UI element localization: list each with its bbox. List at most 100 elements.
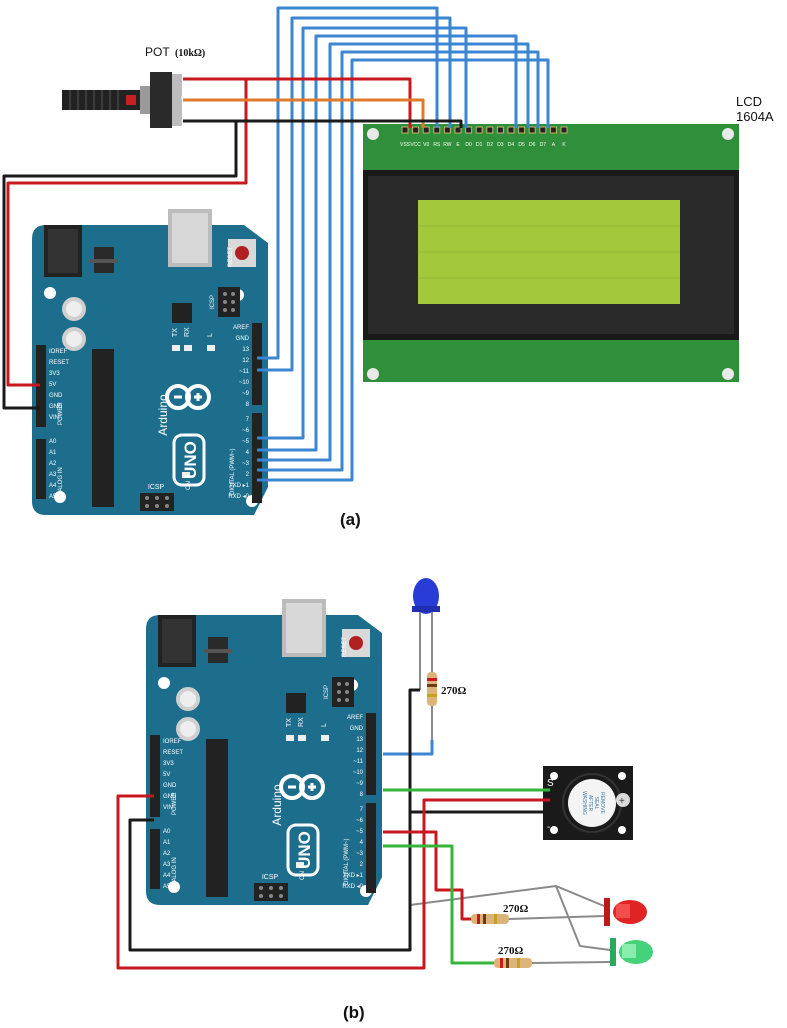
led-red: [604, 898, 647, 926]
l-label: L: [207, 333, 214, 337]
digital-pin-label: AREF: [347, 715, 363, 721]
lcd-pin-label: A: [552, 142, 556, 148]
digital-pin-label: 12: [356, 748, 363, 754]
analog-pin-label: A3: [49, 472, 57, 478]
digital-pin-label: 13: [356, 737, 363, 743]
digital-pin-label: 13: [242, 347, 249, 353]
lcd-pin-pad: [528, 126, 536, 134]
digital-header: DIGITAL (PWM~): [230, 448, 236, 495]
digital-pin-label: 7: [360, 807, 364, 813]
digital-pin-label: 4: [360, 840, 364, 846]
lcd-pin-label: D5: [518, 142, 525, 148]
digital-pin-label: ~9: [356, 781, 364, 787]
lcd-pin-label: D3: [497, 142, 504, 148]
lcd-pin-label: V0: [423, 142, 429, 148]
lcd-pin-label: D4: [508, 142, 515, 148]
lcd-pin-pad: [422, 126, 430, 134]
digital-pin-label: ~10: [239, 380, 250, 386]
resistor-red: [471, 914, 509, 924]
lcd-pin-pad: [549, 126, 557, 134]
lcd-pin-label: RW: [443, 142, 452, 148]
digital-pin-label: ~11: [239, 369, 249, 375]
digital-pin-label: 2: [360, 862, 364, 868]
power-pin-label: GND: [49, 393, 63, 399]
digital-pin-label: 8: [360, 792, 364, 798]
analog-pin-label: A2: [49, 461, 57, 467]
buzzer-sticker-1: REMOVE: [599, 792, 605, 814]
analog-pin-label: A1: [49, 450, 57, 456]
analog-pin-label: A1: [163, 840, 171, 846]
resistor-green: [494, 958, 532, 968]
tx-label: TX: [286, 718, 293, 727]
digital-header: DIGITAL (PWM~): [344, 838, 350, 885]
icsp-label: ICSP: [324, 685, 330, 699]
power-pin-label: VIN: [163, 805, 173, 811]
power-pin-label: 5V: [49, 382, 56, 388]
digital-pin-label: GND: [350, 726, 364, 732]
digital-pin-label: RXD ◂0: [228, 494, 249, 500]
power-pin-label: RESET: [163, 750, 183, 756]
lcd-pin-label: VCC: [410, 142, 421, 148]
analog-pin-label: A4: [49, 483, 57, 489]
buzzer-pin-minus: -: [547, 822, 550, 833]
l-label: L: [321, 723, 328, 727]
buzzer-pin-s: S: [547, 778, 554, 789]
buzzer-sticker-4: WASHING: [581, 791, 587, 815]
brand-label: Arduino: [270, 784, 284, 826]
caption-b: (b): [343, 1003, 365, 1022]
reset-label: RESET: [228, 247, 234, 267]
power-pin-label: GND: [163, 794, 177, 800]
pot-pin-minus: -: [181, 116, 184, 125]
on-label: ON: [300, 871, 306, 880]
digital-pin-label: ~5: [242, 439, 250, 445]
analog-pin-label: A2: [163, 851, 171, 857]
power-pin-label: 3V3: [49, 371, 60, 377]
model-label: UNO: [295, 831, 314, 869]
lcd-pin-pad: [443, 126, 451, 134]
lcd-pin-pad: [507, 126, 515, 134]
power-pin-label: IOREF: [163, 739, 182, 745]
digital-pin-label: ~3: [242, 461, 250, 467]
figure-b: 270Ω S + - REMOVE SEAL AFTER WASHING: [116, 578, 653, 970]
lcd-pin-pad: [454, 126, 462, 134]
digital-pin-label: 7: [246, 417, 250, 423]
power-pin-label: VIN: [49, 415, 59, 421]
brand-label: Arduino: [156, 394, 170, 436]
led-green: [610, 938, 653, 966]
digital-pin-label: ~3: [356, 851, 364, 857]
buzzer-pin-plus: +: [619, 796, 625, 807]
digital-pin-label: AREF: [233, 325, 249, 331]
digital-pin-label: ~6: [356, 818, 364, 824]
lcd-pin-pad: [539, 126, 547, 134]
analog-pin-label: A3: [163, 862, 171, 868]
power-pin-label: IOREF: [49, 349, 68, 355]
lcd-pin-pad: [560, 126, 568, 134]
digital-pin-label: ~5: [356, 829, 364, 835]
lcd-pin-pad: [401, 126, 409, 134]
lcd-label: LCD: [736, 94, 762, 109]
on-label: ON: [186, 481, 192, 490]
power-pin-label: 5V: [163, 772, 170, 778]
buzzer-module: S + - REMOVE SEAL AFTER WASHING: [543, 766, 633, 840]
pot-value: (10kΩ): [175, 48, 205, 59]
lcd-pin-label: D0: [465, 142, 472, 148]
digital-pin-label: TXD ▸1: [343, 873, 364, 879]
lcd-pin-pad: [465, 126, 473, 134]
analog-header: ANALOG IN: [172, 857, 178, 890]
resistor-blue: [427, 672, 437, 740]
digital-pin-label: RXD ◂0: [342, 884, 363, 890]
lcd-pin-label: RS: [433, 142, 441, 148]
resistor-blue-label: 270Ω: [441, 685, 467, 697]
power-header: POWER: [58, 402, 64, 425]
digital-pin-label: 8: [246, 402, 250, 408]
wires-b: [116, 688, 611, 970]
wires-a: [2, 6, 550, 482]
lcd-pin-pad: [475, 126, 483, 134]
lcd-pin-label: D1: [476, 142, 483, 148]
analog-header: ANALOG IN: [58, 467, 64, 500]
power-header: POWER: [172, 792, 178, 815]
icsp-bottom-label: ICSP: [262, 874, 279, 881]
